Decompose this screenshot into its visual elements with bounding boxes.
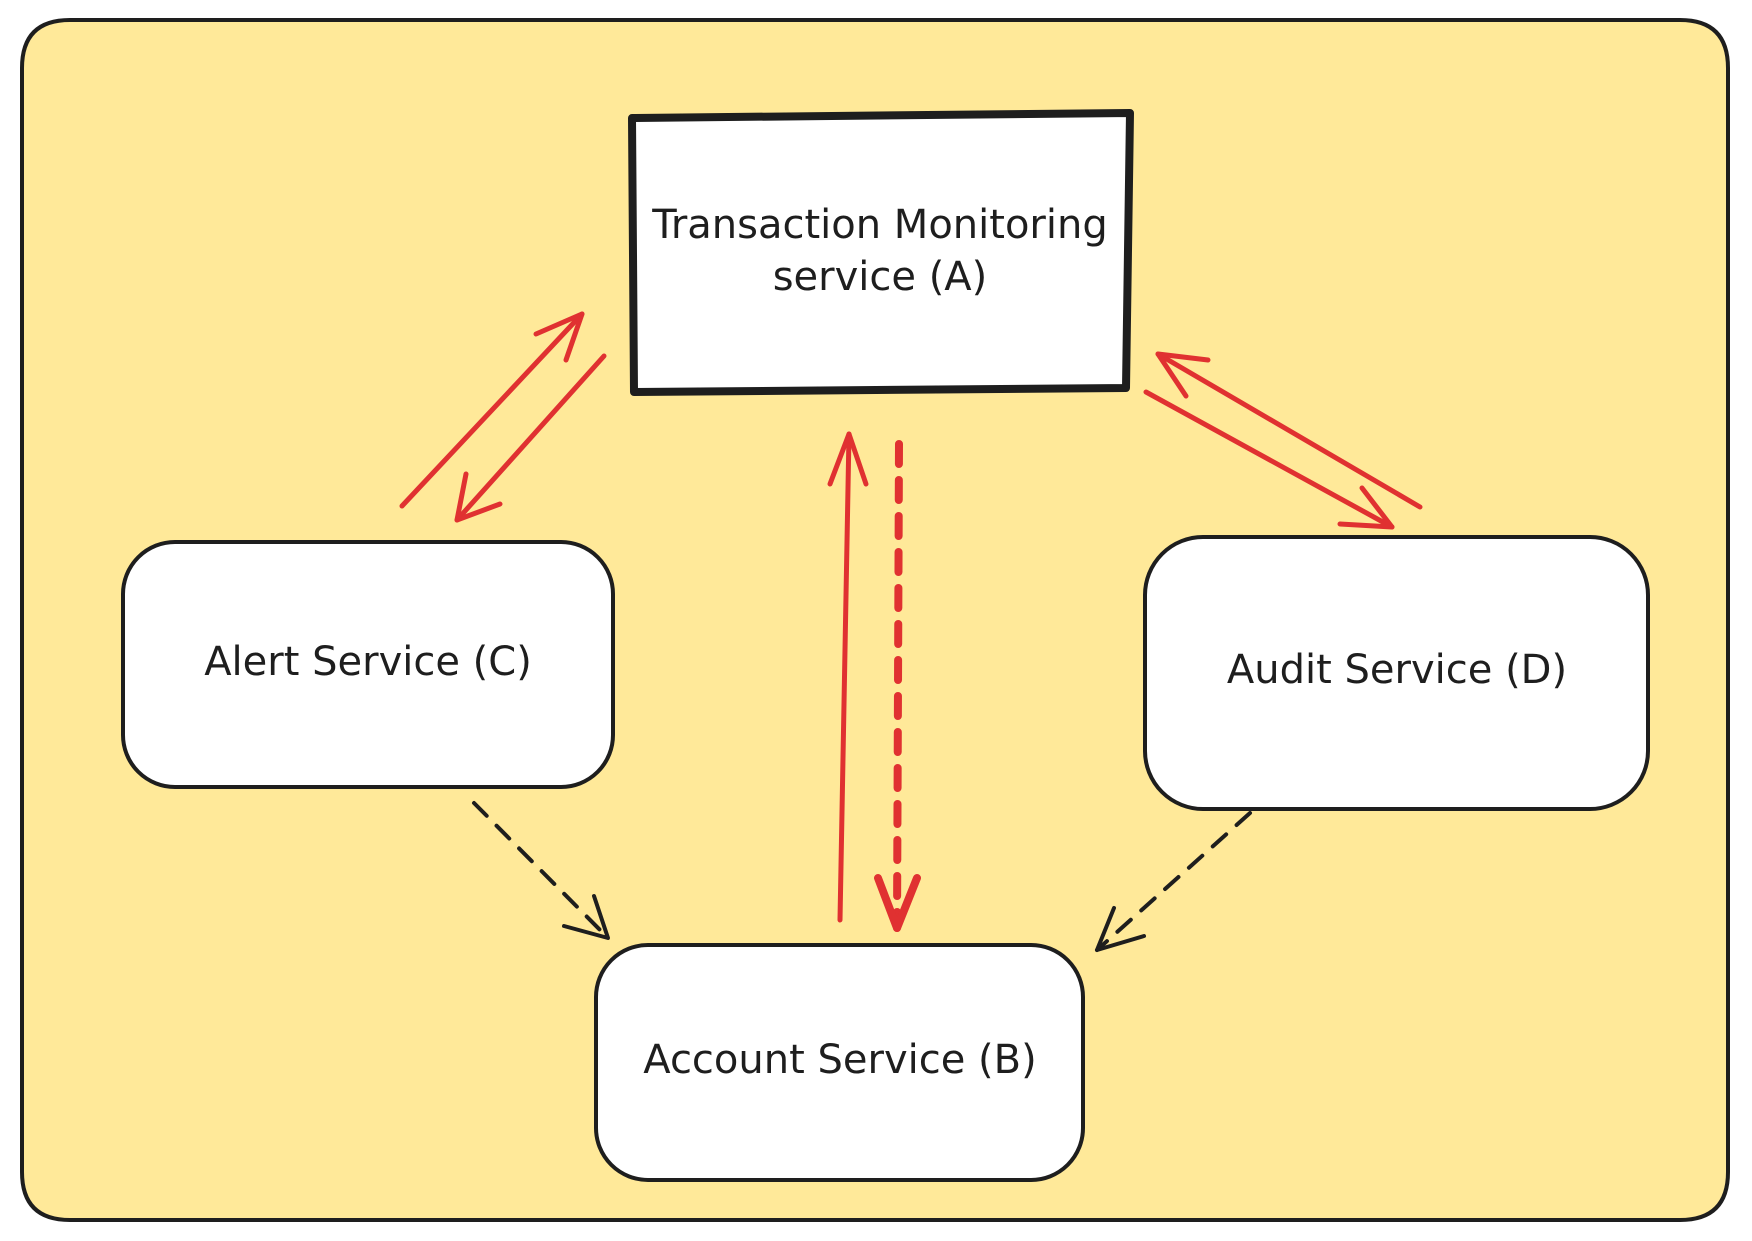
edge-monitoring-to-account[interactable] [874, 440, 921, 932]
edge-alert-to-account-arrowhead [562, 894, 610, 940]
edge-alert-to-monitoring-arrowhead [533, 311, 585, 363]
edge-audit-to-account-line [1095, 811, 1252, 952]
edge-alert-to-account-line [472, 801, 610, 940]
edge-monitoring-to-audit-line [1143, 389, 1395, 530]
background-frame [20, 18, 1730, 1222]
node-audit-service-box [1143, 535, 1650, 811]
edge-audit-to-account[interactable] [1095, 811, 1252, 952]
edge-monitoring-to-account-line [893, 440, 903, 932]
node-alert-service-box [121, 540, 615, 789]
edge-monitoring-to-audit-arrowhead [1337, 485, 1395, 530]
node-transaction-monitoring-label-line1: Transaction Monitoring [651, 202, 1107, 248]
node-account-service[interactable]: Account Service (B) [594, 943, 1085, 1182]
node-account-service-box [594, 943, 1085, 1182]
edge-alert-to-monitoring[interactable] [399, 311, 585, 509]
node-transaction-monitoring[interactable]: Transaction Monitoring service (A) [628, 109, 1134, 396]
node-transaction-monitoring-label-line2: service (A) [773, 254, 988, 300]
node-alert-service-label: Alert Service (C) [204, 639, 532, 685]
edge-audit-to-monitoring-arrowhead [1155, 351, 1211, 399]
edge-monitoring-to-alert-line [454, 353, 607, 523]
node-alert-service[interactable]: Alert Service (C) [121, 540, 615, 789]
node-audit-service[interactable]: Audit Service (D) [1143, 535, 1650, 811]
edge-monitoring-to-alert[interactable] [454, 353, 607, 523]
edge-account-to-monitoring-line [837, 431, 852, 923]
edge-monitoring-to-alert-arrowhead [454, 471, 503, 523]
edge-monitoring-to-account-arrowhead [874, 874, 921, 932]
node-transaction-monitoring-box [628, 109, 1134, 396]
edge-alert-to-account[interactable] [472, 801, 610, 940]
edge-audit-to-monitoring-line [1155, 351, 1423, 510]
node-account-service-label: Account Service (B) [643, 1037, 1036, 1083]
node-audit-service-label: Audit Service (D) [1227, 647, 1567, 693]
edge-account-to-monitoring-arrowhead [827, 431, 869, 487]
edge-alert-to-monitoring-line [399, 311, 585, 509]
edge-monitoring-to-audit[interactable] [1143, 389, 1395, 530]
edge-audit-to-monitoring[interactable] [1155, 351, 1423, 510]
edge-account-to-monitoring[interactable] [827, 431, 869, 923]
edge-audit-to-account-arrowhead [1095, 906, 1146, 952]
